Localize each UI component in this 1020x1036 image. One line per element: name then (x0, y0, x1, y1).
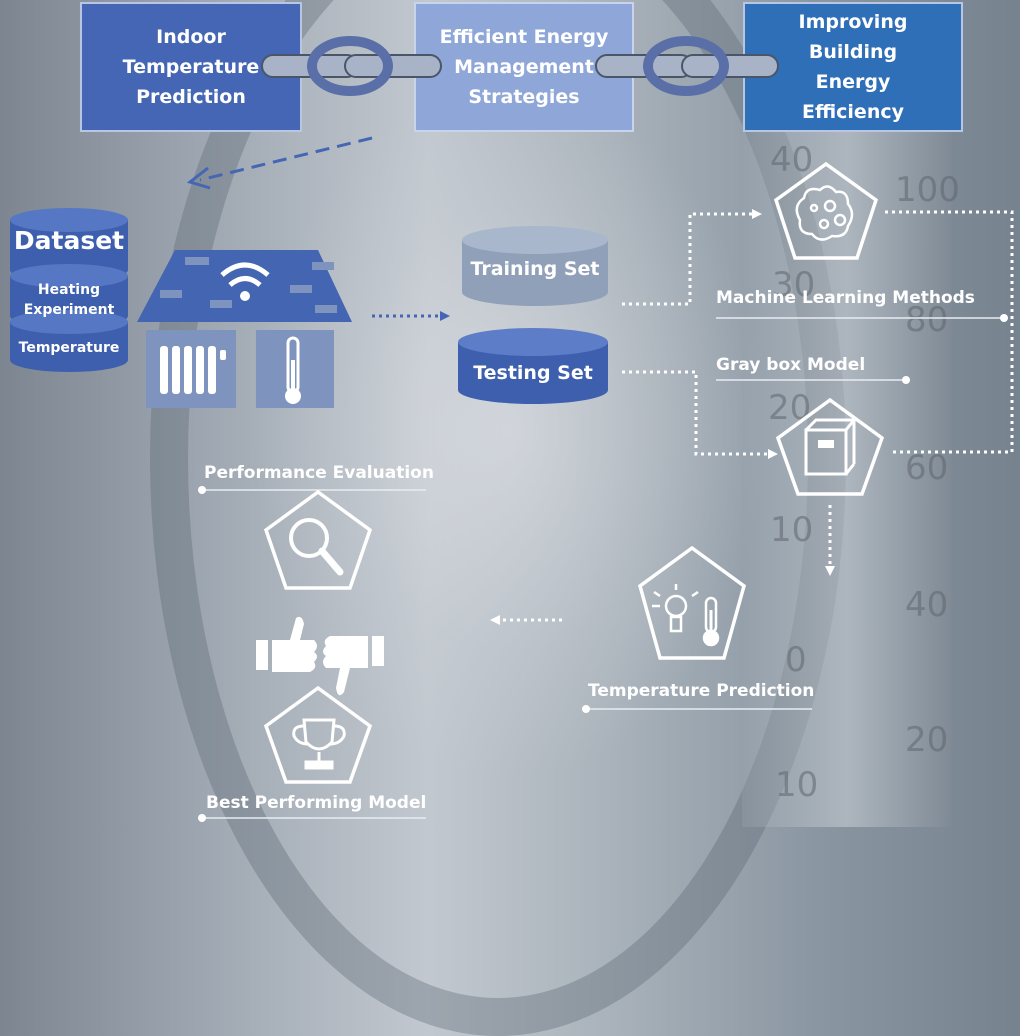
chain-link-1 (261, 36, 442, 96)
scale-number: 0 (785, 640, 807, 680)
dataset-cylinder (10, 208, 128, 372)
scale-number: 60 (905, 448, 949, 488)
thumbs-up-icon (256, 616, 317, 672)
scale-number: 10 (770, 510, 814, 550)
label-underlines (202, 317, 1004, 819)
dataset-temperature: Temperature (18, 340, 120, 356)
scale-number: 10 (775, 765, 819, 805)
ml-methods-label: Machine Learning Methods (716, 288, 975, 308)
temperature-prediction-label: Temperature Prediction (588, 681, 815, 701)
box-label: Indoor Temperature Prediction (122, 26, 260, 108)
graybox-pentagon (775, 397, 885, 496)
dashed-arrow-down-left (186, 136, 373, 190)
magnifier-icon (289, 518, 344, 576)
diagram-graphics (10, 36, 1014, 822)
scale-number: 40 (905, 585, 949, 625)
testing-set-cylinder (458, 328, 608, 404)
scale-number: 100 (895, 170, 960, 210)
dotted-arrow-to-sets (372, 311, 450, 321)
performance-evaluation-label: Performance Evaluation (204, 463, 434, 483)
box-label: Efficient Energy Management Strategies (439, 26, 609, 108)
cube-box-icon (804, 418, 858, 476)
ml-pentagon (773, 161, 879, 260)
bulb-thermometer-icon (652, 584, 720, 647)
gray-box-model-label: Gray box Model (716, 355, 866, 375)
best-model-pentagon (263, 685, 373, 784)
scale-number: 40 (770, 140, 814, 180)
testing-set-label: Testing Set (473, 362, 593, 384)
smart-house-icon (137, 250, 352, 408)
thumbs-down-icon (323, 636, 384, 696)
chain-link-2 (595, 36, 779, 96)
trophy-icon (292, 718, 346, 770)
dataset-title: Dataset (13, 226, 125, 255)
scale-number: 30 (772, 265, 816, 305)
training-set-label: Training Set (470, 258, 600, 280)
temp-pred-pentagon (637, 545, 747, 660)
label-dots (198, 314, 1008, 822)
box-label: Improving Building Energy Efficiency (798, 11, 908, 123)
training-set-cylinder (462, 226, 608, 306)
box-improving-building-energy-efficiency: Improving Building Energy Efficiency (743, 2, 963, 132)
dataset-heating-experiment: Heating Experiment (23, 282, 115, 318)
scale-number: 20 (768, 388, 812, 428)
best-performing-model-label: Best Performing Model (206, 793, 427, 813)
scale-number: 80 (905, 300, 949, 340)
dotted-connectors (500, 210, 1014, 622)
perf-eval-pentagon (263, 489, 373, 590)
brain-gears-icon (795, 185, 854, 241)
scale-number: 20 (905, 720, 949, 760)
